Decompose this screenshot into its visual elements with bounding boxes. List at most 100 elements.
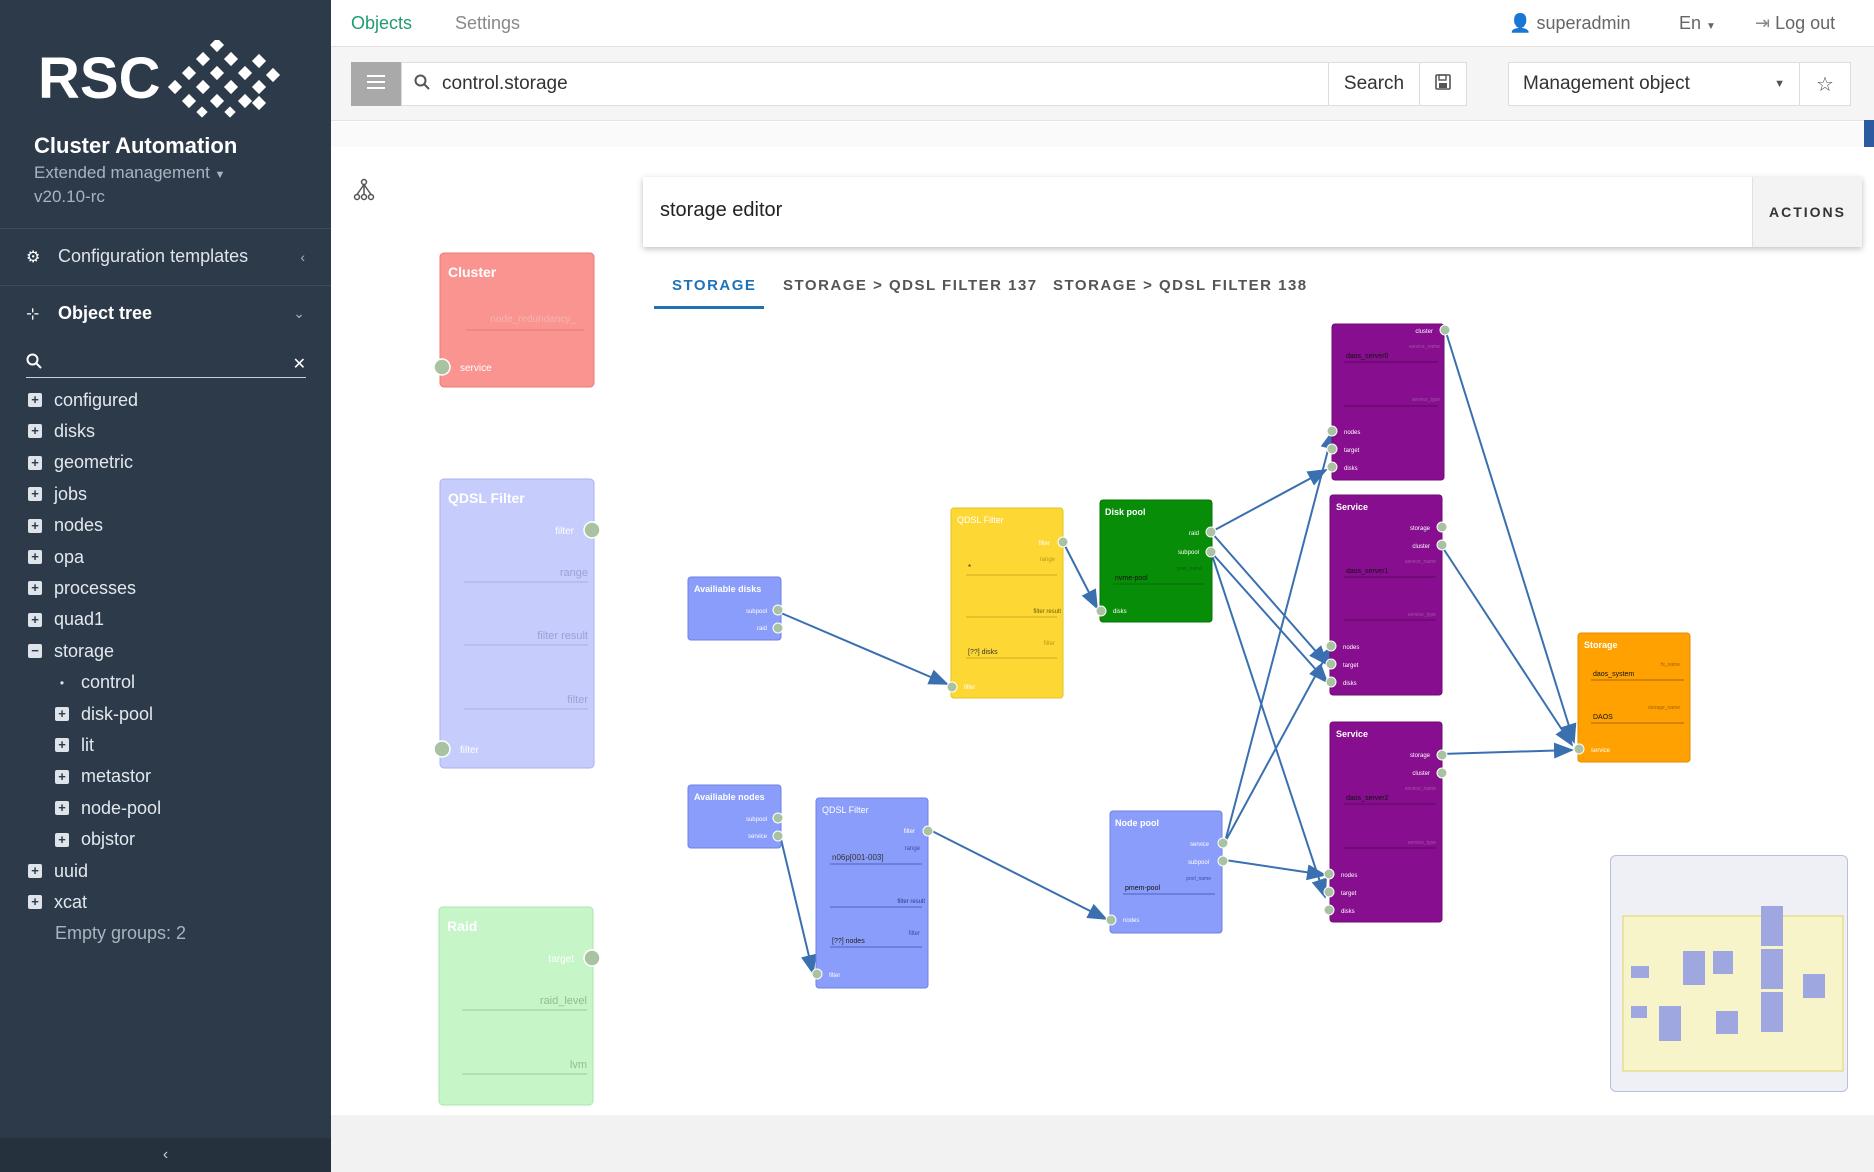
node-disk-pool[interactable]: Disk pool raid subpool pool_name nvme-po… (1095, 499, 1217, 623)
logout-link[interactable]: ⇥ Log out (1755, 13, 1835, 34)
expand-icon[interactable]: + (28, 487, 42, 502)
clear-icon[interactable]: ✕ (292, 355, 306, 373)
object-search-input[interactable] (442, 73, 1302, 95)
tree-item-nodes[interactable]: +nodes (28, 514, 103, 538)
edge[interactable] (1444, 328, 1577, 744)
tree-item-opa[interactable]: +opa (28, 545, 84, 569)
tab-objects[interactable]: Objects (351, 13, 413, 33)
port-circle[interactable] (583, 949, 601, 967)
expand-icon[interactable]: + (28, 895, 42, 910)
tree-item-objstor[interactable]: +objstor (55, 828, 135, 852)
expand-icon[interactable]: + (28, 581, 42, 596)
edge[interactable] (1224, 429, 1337, 843)
collapse-icon[interactable]: − (28, 644, 42, 659)
port-circle[interactable] (772, 830, 784, 842)
expand-icon[interactable]: + (28, 864, 42, 878)
port-circle[interactable] (1325, 676, 1337, 688)
port-circle[interactable] (1326, 443, 1338, 455)
palette-raid-block[interactable]: Raid target raid_level lvm (438, 906, 601, 1106)
port-circle[interactable] (1095, 605, 1107, 617)
node-storage[interactable]: Storage fs_name daos_system storage_name… (1573, 632, 1691, 763)
expand-icon[interactable]: + (28, 455, 42, 470)
graph-layout-icon[interactable] (352, 178, 376, 207)
port-circle[interactable] (1205, 546, 1217, 558)
edge[interactable] (1224, 645, 1332, 843)
port-circle[interactable] (922, 825, 934, 837)
edition-selector[interactable]: Extended management ▼ (34, 163, 225, 183)
tree-item-processes[interactable]: +processes (28, 576, 136, 600)
port-circle[interactable] (433, 740, 451, 758)
node-available-disks[interactable]: Availiable disks subpool raid (687, 576, 784, 641)
edge[interactable] (1440, 742, 1574, 759)
port-circle[interactable] (583, 521, 601, 539)
language-selector[interactable]: En ▼ (1679, 13, 1716, 34)
port-circle[interactable] (1323, 904, 1335, 916)
tree-item-quad1[interactable]: +quad1 (28, 608, 104, 632)
port-circle[interactable] (1436, 539, 1448, 551)
tree-item-xcat[interactable]: +xcat (28, 890, 87, 914)
port-circle[interactable] (1326, 425, 1338, 437)
port-circle[interactable] (1323, 868, 1335, 880)
port-circle[interactable] (1439, 324, 1451, 336)
editor-tab-filter-137[interactable]: STORAGE > QDSL FILTER 137 (783, 277, 1038, 294)
save-search-button[interactable] (1419, 62, 1467, 106)
tree-item-lit[interactable]: +lit (55, 733, 94, 757)
edge[interactable] (1440, 544, 1574, 747)
port-circle[interactable] (772, 604, 784, 616)
tree-item-node-pool[interactable]: +node-pool (55, 796, 161, 820)
port-circle[interactable] (1057, 536, 1069, 548)
port-circle[interactable] (433, 358, 451, 376)
editor-tab-storage[interactable]: STORAGE (672, 277, 757, 294)
search-button[interactable]: Search (1328, 62, 1420, 106)
menu-button[interactable] (351, 62, 401, 106)
expand-icon[interactable]: + (28, 518, 42, 533)
port-circle[interactable] (1325, 658, 1337, 670)
port-circle[interactable] (1205, 526, 1217, 538)
edge[interactable] (1062, 541, 1098, 610)
palette-qdsl-filter-block[interactable]: QDSL Filter filter range filter result f… (433, 478, 601, 769)
edge[interactable] (1224, 859, 1327, 881)
port-circle[interactable] (1323, 886, 1335, 898)
expand-icon[interactable]: + (55, 801, 69, 816)
tree-item-storage[interactable]: −storage (28, 639, 114, 663)
expand-icon[interactable]: + (55, 769, 69, 784)
tab-settings[interactable]: Settings (455, 13, 521, 33)
node-available-nodes[interactable]: Availiable nodes subpool service (687, 784, 784, 849)
tree-item-disk-pool[interactable]: +disk-pool (55, 702, 153, 726)
tree-item-geometric[interactable]: +geometric (28, 451, 133, 475)
expand-icon[interactable]: + (28, 550, 42, 564)
port-circle[interactable] (811, 968, 823, 980)
port-circle[interactable] (1573, 743, 1585, 755)
port-circle[interactable] (1436, 767, 1448, 779)
graph-minimap[interactable] (1610, 855, 1848, 1092)
expand-icon[interactable]: + (28, 424, 42, 439)
collapse-sidebar-button[interactable]: ‹ (0, 1138, 331, 1172)
port-circle[interactable] (772, 622, 784, 634)
port-circle[interactable] (1436, 749, 1448, 761)
port-circle[interactable] (1217, 837, 1229, 849)
edge[interactable] (1210, 531, 1329, 666)
port-circle[interactable] (946, 681, 958, 693)
expand-icon[interactable]: + (28, 393, 42, 407)
edge[interactable] (927, 828, 1108, 920)
port-circle[interactable] (1325, 640, 1337, 652)
tree-item-disks[interactable]: +disks (28, 419, 95, 443)
editor-tab-filter-138[interactable]: STORAGE > QDSL FILTER 138 (1053, 277, 1308, 294)
node-qdsl-filter-nodes[interactable]: QDSL Filter filter range n06p[001-003] f… (811, 797, 934, 989)
favorite-button[interactable]: ☆ (1799, 62, 1851, 106)
edge[interactable] (1210, 469, 1328, 533)
expand-icon[interactable]: + (55, 832, 69, 847)
palette-cluster-block[interactable]: Cluster node_redundancy_ service (433, 252, 595, 388)
port-circle[interactable] (1436, 521, 1448, 533)
node-service-0[interactable]: cluster service_name daos_server0 servic… (1326, 323, 1451, 481)
rsc-logo[interactable]: RSC (38, 37, 298, 118)
port-circle[interactable] (1105, 914, 1117, 926)
edge[interactable] (1210, 551, 1327, 899)
edge[interactable] (1210, 551, 1329, 684)
user-menu[interactable]: 👤 superadmin (1509, 13, 1631, 34)
node-service-2[interactable]: Service storage cluster service_name dao… (1323, 721, 1448, 923)
expand-icon[interactable]: + (28, 612, 42, 627)
expand-icon[interactable]: + (55, 707, 69, 721)
tree-search-input[interactable] (61, 354, 282, 373)
port-circle[interactable] (772, 812, 784, 824)
